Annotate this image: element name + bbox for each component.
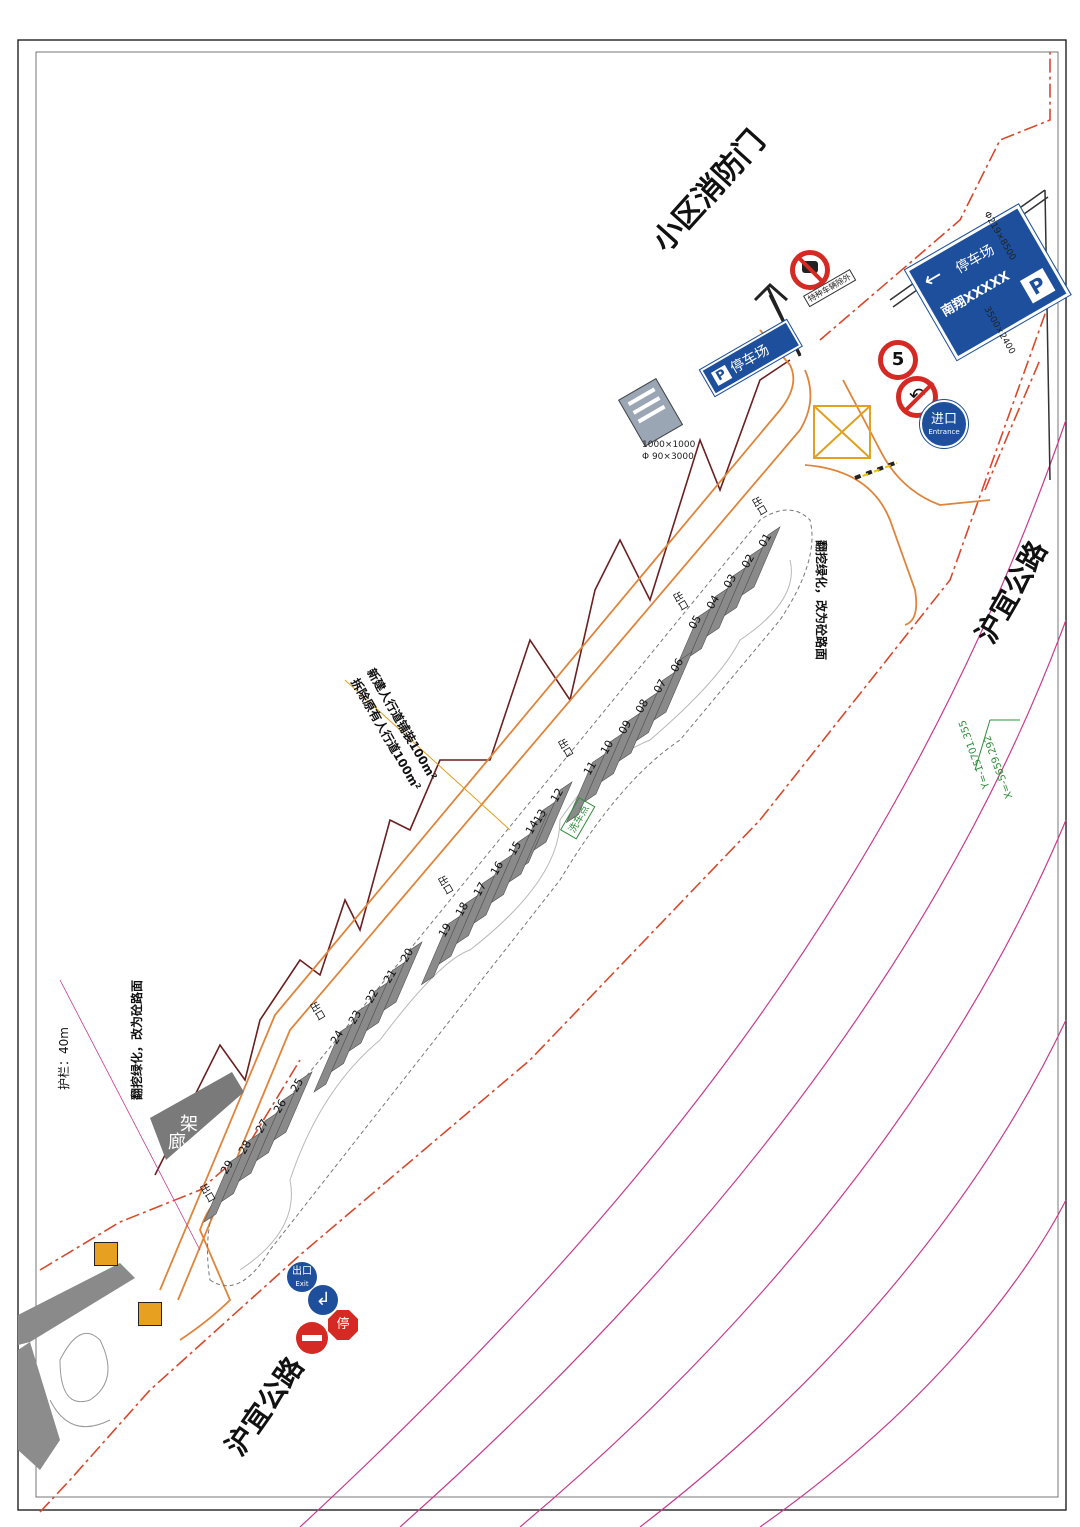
island-outline bbox=[207, 509, 813, 1287]
green-note-left: 翻挖绿化，改为砼路面 bbox=[130, 979, 144, 1100]
green-note-right: 翻挖绿化，改为砼路面 bbox=[814, 540, 828, 661]
turn-left-sign: ↲ bbox=[308, 1285, 338, 1315]
parking-stall bbox=[420, 915, 461, 986]
entrance-label-en: Entrance bbox=[928, 428, 960, 436]
entrance-sign: 进口 Entrance bbox=[919, 399, 969, 449]
lower-left-curves bbox=[49, 1332, 111, 1428]
parking-stalls bbox=[203, 526, 781, 1223]
inner-frame bbox=[35, 51, 1059, 1498]
boundary-wall bbox=[154, 359, 791, 1176]
turn-left-icon: ↲ bbox=[315, 1289, 331, 1310]
speed-limit-sign: 5 bbox=[878, 340, 918, 380]
stop-sign: 停 bbox=[328, 1310, 358, 1340]
corridor-label-1: 廊 bbox=[168, 1132, 186, 1153]
parking-p-icon: P bbox=[710, 364, 732, 386]
info-sign-size-1: 1000×1000 bbox=[642, 440, 696, 450]
exit-sign: 出口 Exit bbox=[287, 1262, 317, 1292]
yellow-box-junction bbox=[813, 405, 871, 459]
left-arrow-icon: ← bbox=[919, 263, 948, 294]
no-entry-sign bbox=[296, 1322, 328, 1354]
exit-label-en: Exit bbox=[295, 1280, 309, 1288]
corridor-block bbox=[150, 1072, 244, 1160]
lane-curb bbox=[159, 329, 991, 1341]
entrance-label: 进口 bbox=[930, 412, 957, 427]
parking-stall bbox=[203, 1153, 243, 1223]
sheet-frame bbox=[17, 39, 1067, 1511]
parking-stall bbox=[565, 753, 606, 824]
guardrail-note: 护栏：40m bbox=[57, 1027, 71, 1090]
exit-label: 出口 bbox=[292, 1266, 312, 1277]
island-wave bbox=[239, 559, 792, 1271]
gantry-sign-line2: 南翔XXXXX bbox=[939, 268, 1013, 320]
warning-pedestrian-icon bbox=[94, 1242, 118, 1266]
parking-p-icon: P bbox=[1019, 268, 1056, 304]
info-sign-size-2: Φ 90×3000 bbox=[642, 452, 694, 462]
property-boundary bbox=[39, 52, 1051, 1513]
coordinate-mark bbox=[974, 719, 1020, 771]
shed-block bbox=[18, 1263, 135, 1345]
warning-pedestrian-icon-2 bbox=[138, 1302, 162, 1326]
hatch-block bbox=[18, 1342, 60, 1470]
parking-stall bbox=[313, 1023, 353, 1093]
corridor-label-2: 架 bbox=[180, 1114, 198, 1135]
road-curves bbox=[299, 419, 1067, 1527]
